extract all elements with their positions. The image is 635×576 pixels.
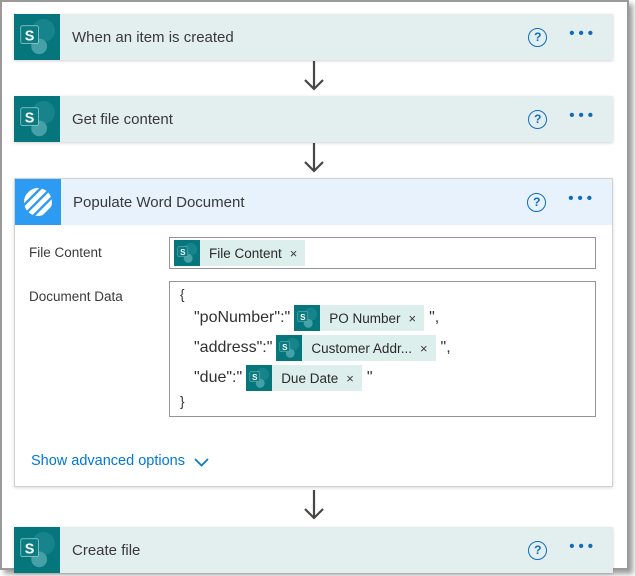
token-due-date[interactable]: S Due Date × [246,365,362,391]
word-populate-icon [15,179,61,225]
token-label: File Content [209,245,282,261]
sharepoint-icon: S [294,305,321,331]
token-remove-icon[interactable]: × [346,370,354,386]
json-suffix: ", [429,309,440,326]
help-button[interactable]: ? [528,27,548,47]
document-data-label: Document Data [29,289,123,304]
card-actions: ? ••• [528,96,613,142]
token-label: Customer Addr... [311,340,412,356]
help-button[interactable]: ? [528,109,548,129]
action-card-create-file[interactable]: S Create file ? ••• [14,527,613,573]
json-key: "poNumber":" [194,309,291,326]
sharepoint-letter: S [180,248,186,257]
card-title: Populate Word Document [73,193,245,211]
field-row-document-data: Document Data { "poNumber":" [29,281,596,417]
action-card-when-an-item-is-created[interactable]: S When an item is created ? ••• [14,14,613,60]
json-key: "due":" [194,369,243,386]
sharepoint-letter: S [282,343,288,352]
token-po-number[interactable]: S PO Number × [294,305,425,331]
arrow-down-icon [303,61,324,91]
file-content-label: File Content [29,245,102,260]
connector-arrow [14,142,613,178]
field-row-file-content: File Content S [29,237,596,269]
connector-arrow [14,487,613,527]
chevron-down-icon [194,457,209,467]
token-remove-icon[interactable]: × [408,310,417,326]
card-title: When an item is created [72,28,234,46]
card-actions: ? ••• [528,527,613,573]
question-mark-icon: ? [534,543,542,557]
token-label: Due Date [281,370,339,386]
menu-ellipsis-button[interactable]: ••• [569,25,597,42]
sharepoint-letter: S [25,29,35,45]
card-title: Create file [72,541,141,559]
json-close-brace: } [180,394,185,409]
json-entry-due: "due":" S [194,363,585,393]
sharepoint-letter: S [252,373,258,382]
connector-arrow [14,60,613,96]
json-entry-address: "address":" S [194,333,585,363]
sharepoint-icon: S [174,240,200,266]
card-title: Get file content [72,110,173,128]
token-file-content[interactable]: S File Content × [174,240,306,266]
sharepoint-icon: S [14,96,60,142]
sharepoint-icon: S [14,527,60,573]
card-body: File Content S [15,225,612,486]
menu-ellipsis-button[interactable]: ••• [569,538,597,555]
sharepoint-letter: S [25,542,35,558]
menu-ellipsis-button[interactable]: ••• [569,107,597,124]
question-mark-icon: ? [534,112,542,126]
token-label: PO Number [329,310,401,326]
menu-ellipsis-button[interactable]: ••• [568,190,596,207]
arrow-down-icon [303,143,324,173]
card-actions: ? ••• [527,179,612,225]
help-button[interactable]: ? [527,192,547,212]
card-header-populate-word-document[interactable]: Populate Word Document ? ••• [15,179,612,225]
sharepoint-icon: S [14,14,60,60]
card-actions: ? ••• [528,14,613,60]
question-mark-icon: ? [533,195,541,209]
show-advanced-options-link[interactable]: Show advanced options [29,453,209,469]
sharepoint-icon: S [276,335,303,361]
action-card-get-file-content[interactable]: S Get file content ? ••• [14,96,613,142]
json-open-brace: { [180,287,185,302]
token-customer-address[interactable]: S Customer Addr... × [276,335,436,361]
json-key: "address":" [194,339,273,356]
question-mark-icon: ? [534,30,542,44]
sharepoint-icon: S [246,365,273,391]
token-remove-icon[interactable]: × [289,245,298,261]
json-suffix: ", [440,339,451,356]
flow-column: S When an item is created ? ••• [14,14,613,573]
json-suffix: " [366,369,373,386]
arrow-down-icon [303,490,324,520]
file-content-input[interactable]: S File Content × [169,237,596,269]
help-button[interactable]: ? [528,540,548,560]
show-advanced-options-label: Show advanced options [31,453,185,469]
sharepoint-letter: S [25,111,35,127]
token-remove-icon[interactable]: × [419,340,428,356]
action-card-populate-word-document: Populate Word Document ? ••• File Conten… [14,178,613,487]
document-data-input[interactable]: { "poNumber":" S [169,281,596,417]
sharepoint-letter: S [300,313,306,322]
json-entry-ponumber: "poNumber":" S [194,303,585,333]
